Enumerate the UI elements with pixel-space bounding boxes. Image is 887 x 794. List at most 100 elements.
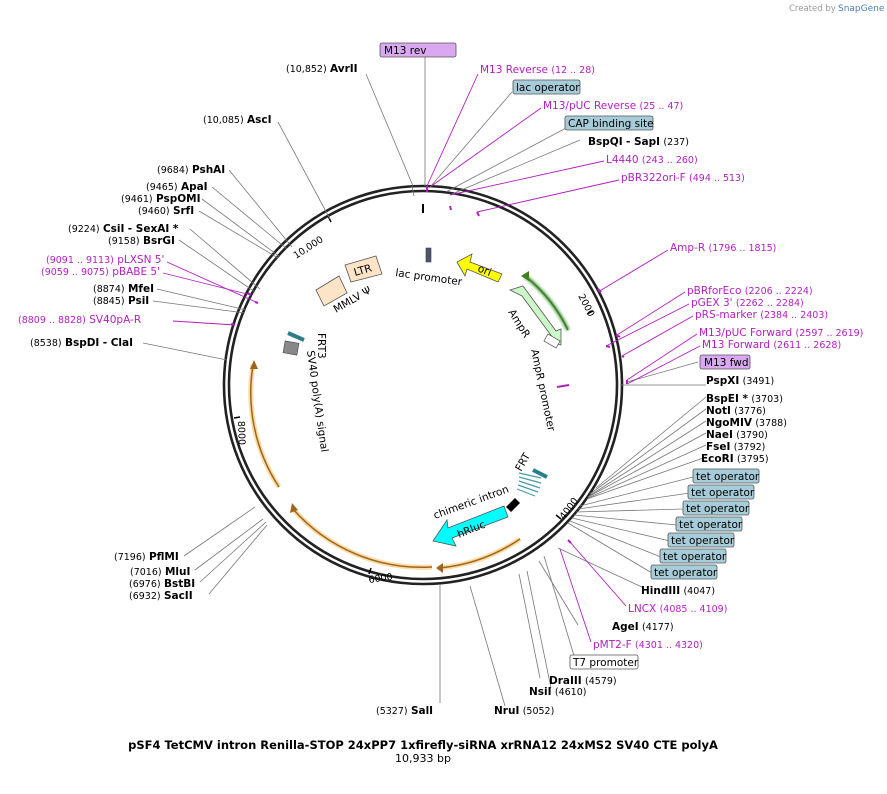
primer-labels: M13 Reverse (12 .. 28) M13/pUC Reverse (…: [18, 64, 863, 651]
enzyme-name: CsiI: [103, 223, 124, 235]
enzyme-name: SacII: [164, 590, 193, 602]
primer-name: M13 Forward: [702, 339, 770, 351]
lac-promoter-label: lac promoter: [395, 267, 464, 288]
backbone-inner: [227, 189, 619, 581]
tick-label-2000: 2000: [575, 292, 596, 319]
plasmid-length: 10,933 bp: [395, 752, 451, 765]
enzyme-pos: (3795): [737, 454, 769, 465]
tet-operator-boxes[interactable]: tet operator tet operator tet operator t…: [650, 468, 760, 580]
lac-operator-box[interactable]: lac operator: [512, 79, 581, 95]
tet-operator-label: tet operator: [671, 535, 735, 547]
svg-text:(9465) ApaI: (9465) ApaI: [146, 181, 208, 193]
ampr-feature[interactable]: AmpR: [505, 285, 562, 346]
svg-text:BspQI - SapI (237): BspQI - SapI (237): [588, 136, 689, 148]
svg-text:(9684) PshAI: (9684) PshAI: [157, 164, 225, 176]
svg-text:pBR322ori-F (494 .. 513): pBR322ori-F (494 .. 513): [621, 172, 745, 184]
ampr-promoter-label: AmpR promoter: [528, 348, 557, 433]
ori-label: ori: [476, 263, 493, 279]
ltr-feature[interactable]: LTR: [344, 255, 383, 283]
enzyme-name: HindIII: [641, 585, 680, 597]
enzyme-pos: (6932): [129, 591, 161, 602]
m13rev-label: M13 rev: [384, 45, 427, 57]
svg-text:(9091 .. 9113) pLXSN 5': (9091 .. 9113) pLXSN 5': [46, 254, 164, 266]
primer-pos: (2611 .. 2628): [773, 340, 841, 351]
enzyme-name: ApaI: [181, 181, 208, 193]
primer-markers: [230, 186, 628, 544]
svg-text:M13/pUC Reverse (25 .. 47): M13/pUC Reverse (25 .. 47): [543, 100, 683, 112]
primer-name: pBR322ori-F: [621, 172, 686, 184]
primer-pos: (9059 .. 9075): [41, 267, 109, 278]
ampr-orf-arrowhead: [521, 271, 529, 281]
enzyme-pos: (9158): [108, 236, 140, 247]
primer-name: L4440: [606, 154, 639, 166]
enzyme-pos: (3788): [755, 418, 787, 429]
m13fwd-box[interactable]: M13 fwd: [699, 354, 751, 370]
frt3-glyph: [287, 331, 305, 342]
frt3-label: FRT3: [315, 333, 327, 359]
svg-text:(7016) MluI: (7016) MluI: [130, 566, 190, 578]
svg-text:DraIII (4579): DraIII (4579): [549, 675, 617, 687]
primer-pos: (2597 .. 2619): [796, 328, 864, 339]
primer-pos: (8809 .. 8828): [18, 315, 86, 326]
m13fwd-label: M13 fwd: [704, 357, 749, 369]
primer-pos: (494 .. 513): [689, 173, 745, 184]
enzyme-name: AvrII: [330, 63, 358, 75]
primer-name: pMT2-F: [593, 639, 632, 651]
enzyme-name: BspEI *: [706, 393, 749, 405]
primer-name: pRS-marker: [695, 309, 758, 321]
primer-pos: (4085 .. 4109): [660, 604, 728, 615]
enzyme-name: AscI: [247, 114, 272, 126]
credit-brand[interactable]: SnapGene: [838, 4, 885, 14]
enzyme-name: PspXI: [706, 375, 739, 387]
enzyme-pos: (3790): [736, 430, 768, 441]
enzyme-name: PsiI: [128, 295, 149, 307]
mmlv-glyph[interactable]: [315, 275, 348, 307]
svg-text:(7196) PflMI: (7196) PflMI: [114, 551, 179, 563]
lac-promoter-glyph: [425, 247, 432, 263]
enzyme-name: FseI: [706, 441, 730, 453]
t7-box[interactable]: T7 promoter: [569, 654, 639, 670]
tick-6000: [368, 567, 372, 575]
m13rev-box[interactable]: M13 rev: [379, 42, 457, 58]
primer-pos: (1796 .. 1815): [709, 243, 777, 254]
enzyme-pos: (10,085): [203, 115, 244, 126]
chimeric-intron-glyph: [506, 498, 520, 512]
ori-feature[interactable]: ori: [456, 253, 503, 283]
svg-text:pGEX 3' (2262 .. 2284): pGEX 3' (2262 .. 2284): [691, 297, 804, 309]
svg-text:BspEI * (3703): BspEI * (3703): [706, 393, 783, 405]
primer-pos: (2206 .. 2224): [745, 286, 813, 297]
primer-pos: (4301 .. 4320): [635, 640, 703, 651]
enzyme-pos: (7016): [130, 567, 162, 578]
enzyme-name: PflMI: [149, 551, 179, 563]
svg-text:PspXI (3491): PspXI (3491): [706, 375, 774, 387]
enzyme-name: EcoRI: [701, 453, 734, 465]
enzyme-pos: (9460): [138, 206, 170, 217]
cap-box[interactable]: CAP binding site: [564, 115, 654, 131]
svg-text:(9158) BsrGI: (9158) BsrGI: [108, 235, 175, 247]
enzyme-pos: (8874): [93, 284, 125, 295]
tick-8000: [233, 416, 241, 419]
primer-name: LNCX: [628, 603, 656, 615]
cap-label: CAP binding site: [568, 118, 654, 130]
enzyme-pos: (9224): [68, 224, 100, 235]
svg-text:pMT2-F (4301 .. 4320): pMT2-F (4301 .. 4320): [593, 639, 703, 651]
enzyme-labels-right: BspQI - SapI (237) PspXI (3491) BspEI * …: [494, 136, 787, 717]
tick-2000: [586, 310, 594, 315]
primer-pos: (25 .. 47): [640, 101, 684, 112]
primer-pos: (243 .. 260): [642, 155, 698, 166]
svg-text:(9224) CsiI - SexAI *: (9224) CsiI - SexAI *: [68, 223, 179, 235]
enzyme-name: NotI: [706, 405, 731, 417]
enzyme-extra: - ClaI: [103, 337, 133, 349]
enzyme-pos: (3491): [743, 376, 775, 387]
enzyme-name: NaeI: [706, 429, 733, 441]
enzyme-pos: (5052): [523, 706, 555, 717]
enzyme-pos: (3703): [751, 394, 783, 405]
tet-operator-label: tet operator: [679, 519, 743, 531]
primer-name: pLXSN 5': [117, 254, 164, 266]
enzyme-labels-left: (10,852) AvrII (10,085) AscI (9684) PshA…: [30, 63, 433, 717]
primer-pos: (9091 .. 9113): [46, 255, 114, 266]
svg-text:(10,852) AvrII: (10,852) AvrII: [286, 63, 358, 75]
svg-text:(6932) SacII: (6932) SacII: [129, 590, 193, 602]
enzyme-pos: (10,852): [286, 64, 327, 75]
